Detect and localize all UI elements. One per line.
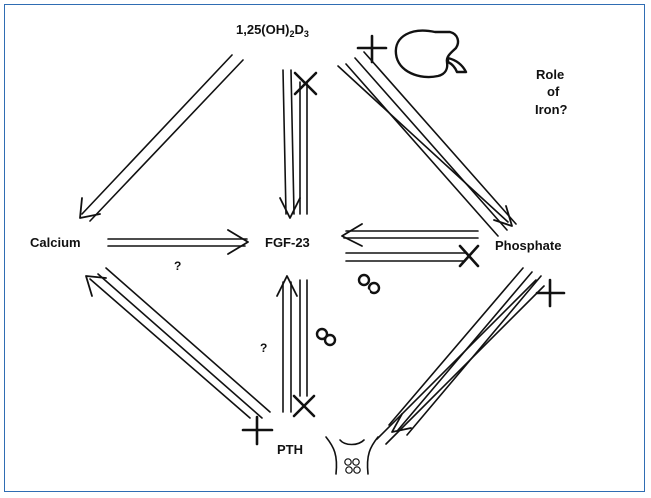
inhibit-pth-to-phosphate xyxy=(376,278,566,445)
parathyroid-icon xyxy=(325,436,379,475)
svg-text:Role: Role xyxy=(536,67,564,82)
inhibit-fgf23-to-vitd xyxy=(293,71,318,215)
arrow-vitd-to-phosphate xyxy=(337,65,513,227)
inhibit-phosphate-to-vitd xyxy=(345,34,517,237)
inhibit-fgf23-to-phosphate xyxy=(345,244,480,268)
arrow-pth-to-calcium xyxy=(85,267,274,446)
arrow-calcium-to-fgf23 xyxy=(107,229,249,255)
inhibition-x-icon xyxy=(292,394,316,418)
question-pth-fgf: ? xyxy=(260,341,267,355)
pth-label: PTH xyxy=(277,442,303,457)
arrow-pth-to-fgf23 xyxy=(276,275,298,413)
question-calcium-fgf: ? xyxy=(174,259,181,273)
svg-text:Iron?: Iron? xyxy=(535,102,568,117)
inhibition-cross-icon xyxy=(241,415,274,446)
svg-text:of: of xyxy=(547,84,560,99)
phosphate-label: Phosphate xyxy=(495,238,561,253)
inhibit-fgf23-to-pth xyxy=(292,279,316,418)
inhibition-cross-icon xyxy=(356,34,388,64)
calcium-label: Calcium xyxy=(30,235,81,250)
fgf23-label: FGF-23 xyxy=(265,235,310,250)
inhibition-x-icon xyxy=(458,244,480,268)
arrow-vitd-to-fgf23 xyxy=(279,69,301,219)
arrow-vitd-to-calcium xyxy=(79,54,244,222)
bone-icon xyxy=(315,273,381,347)
role-of-iron-note: Role of Iron? xyxy=(535,67,568,117)
kidney-icon xyxy=(394,29,468,79)
figure-frame xyxy=(4,4,645,492)
inhibition-cross-icon xyxy=(535,278,566,308)
inhibition-x-icon xyxy=(293,71,318,96)
vitamin-d-label: 1,25(OH)2D3 xyxy=(236,22,309,39)
arrow-phosphate-to-fgf23 xyxy=(341,223,479,247)
